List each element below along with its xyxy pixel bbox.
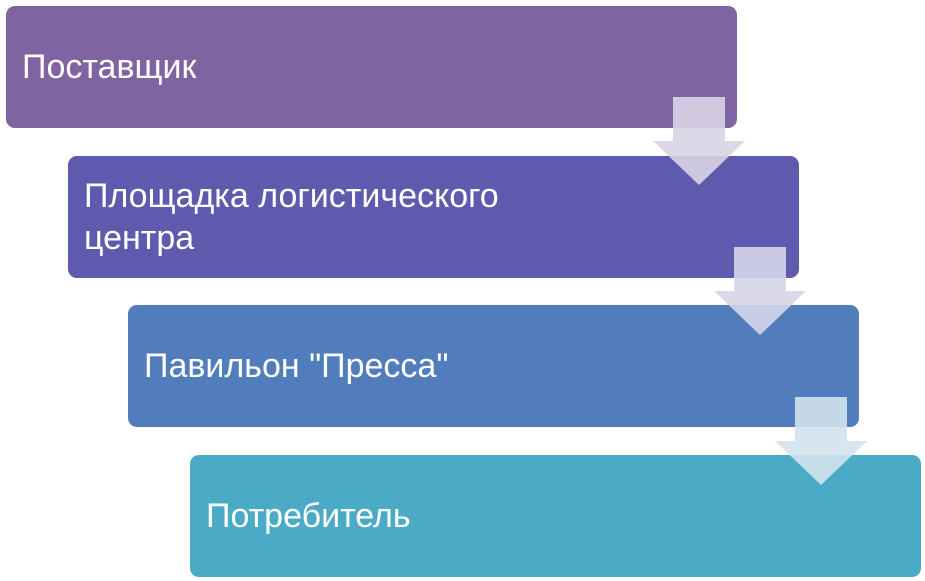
down-arrow-icon: [775, 397, 867, 485]
down-arrow-icon: [714, 247, 806, 335]
step-label: Площадка логистического центра: [84, 176, 499, 258]
step-box-supplier: Поставщик: [6, 6, 737, 128]
down-arrow-icon: [653, 97, 745, 185]
step-label: Потребитель: [206, 496, 411, 535]
step-box-logistics-center: Площадка логистического центра: [68, 156, 799, 278]
step-box-consumer: Потребитель: [190, 455, 921, 577]
step-box-press-pavilion: Павильон "Пресса": [128, 305, 859, 427]
step-label: Поставщик: [22, 47, 197, 86]
step-label: Павильон "Пресса": [144, 346, 449, 385]
